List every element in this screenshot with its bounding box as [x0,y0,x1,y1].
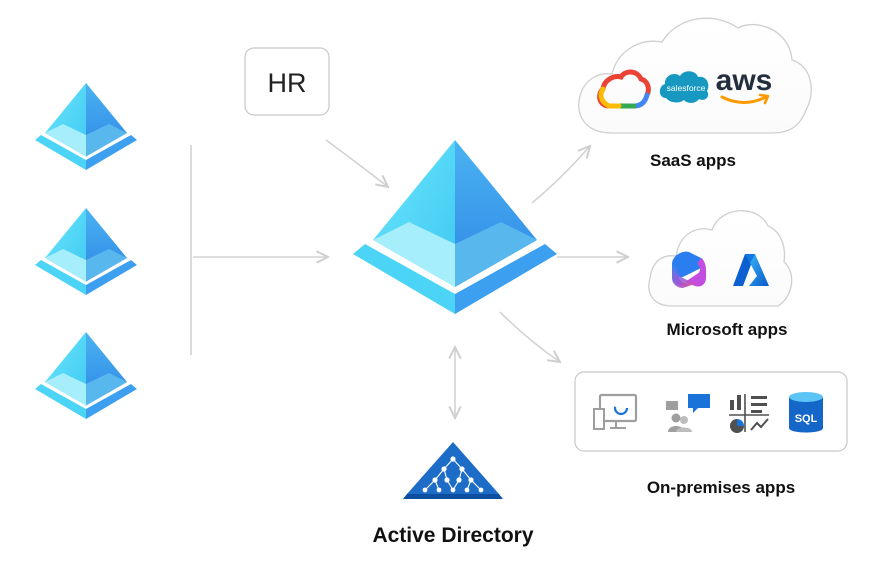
microsoft-cloud [648,210,793,307]
hr-label: HR [268,68,307,98]
salesforce-text: salesforce [667,83,706,93]
google-cloud-icon [597,69,651,109]
hr-arrow [325,139,388,187]
saas-arrow [531,146,590,204]
azure-ad-icon [353,140,557,314]
people-chat-icon [666,394,710,432]
onprem-box [574,371,848,452]
saas-apps-label: SaaS apps [650,151,736,170]
source-pyramid-3 [35,332,137,419]
salesforce-icon: salesforce [659,71,709,103]
sql-database-icon: SQL [789,392,823,433]
hr-box [244,47,330,116]
active-directory-icon [403,442,503,499]
microsoft-apps-label: Microsoft apps [667,320,788,339]
onprem-arrow [499,311,560,362]
monitor-app-icon [593,393,638,430]
aws-text: aws [716,64,773,97]
azure-icon [733,254,769,286]
source-pyramid-1 [35,83,137,170]
source-pyramid-2 [35,208,137,295]
active-directory-label: Active Directory [372,524,533,547]
aws-icon: aws [716,64,773,105]
sql-text: SQL [795,413,818,425]
analytics-icon [729,394,769,433]
onprem-apps-label: On-premises apps [647,478,795,497]
microsoft-365-icon [672,251,706,288]
